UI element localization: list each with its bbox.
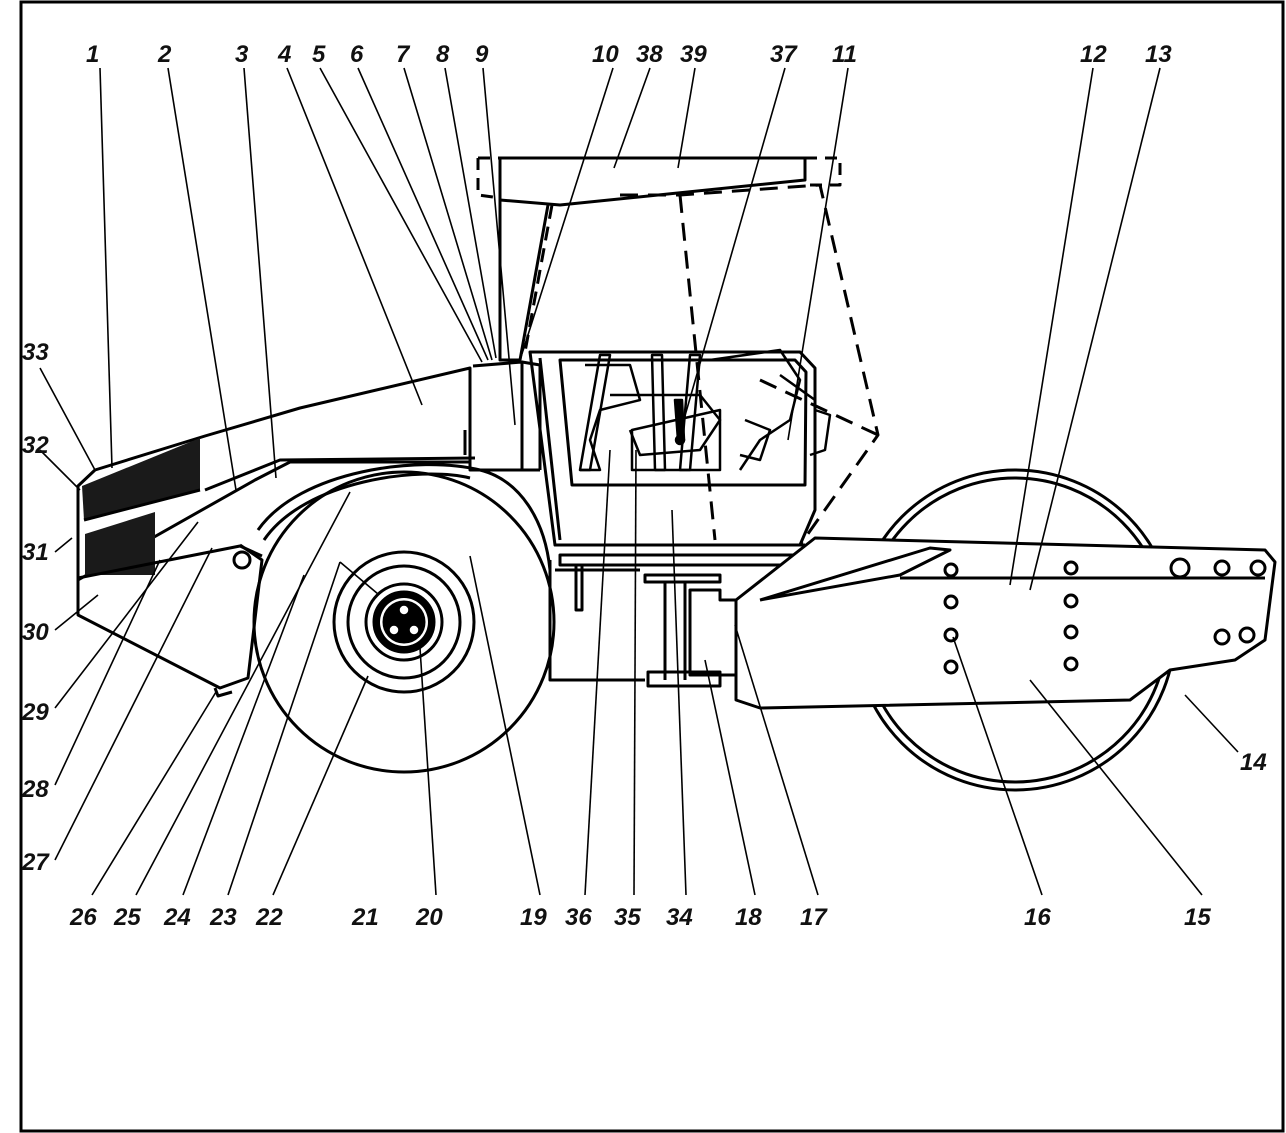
callout-24: 24 <box>163 904 191 931</box>
machine-drawing <box>76 156 1277 792</box>
callout-14: 14 <box>1240 749 1267 776</box>
callout-19: 19 <box>520 904 547 931</box>
callout-10: 10 <box>592 41 619 68</box>
callout-36: 36 <box>565 904 592 931</box>
callout-18: 18 <box>735 904 762 931</box>
callout-6: 6 <box>350 41 364 68</box>
callout-16: 16 <box>1024 904 1051 931</box>
cab-interior <box>578 348 832 472</box>
callout-13: 13 <box>1145 41 1172 68</box>
callout-12: 12 <box>1080 41 1107 68</box>
articulation-frame <box>555 568 742 688</box>
callout-33: 33 <box>22 339 49 366</box>
callout-2: 2 <box>157 41 172 68</box>
callout-23: 23 <box>209 904 237 931</box>
callout-9: 9 <box>475 41 489 68</box>
callout-28: 28 <box>21 776 49 803</box>
rops-canopy <box>476 156 880 546</box>
callout-25: 25 <box>113 904 141 931</box>
callout-32: 32 <box>22 432 49 459</box>
callout-20: 20 <box>415 904 443 931</box>
callout-35: 35 <box>614 904 641 931</box>
callout-3: 3 <box>235 41 249 68</box>
callout-8: 8 <box>436 41 450 68</box>
callout-5: 5 <box>312 41 326 68</box>
drum-frame <box>734 536 1277 710</box>
callout-29: 29 <box>21 699 49 726</box>
callout-26: 26 <box>69 904 97 931</box>
callout-39: 39 <box>680 41 707 68</box>
callout-30: 30 <box>22 619 49 646</box>
callout-34: 34 <box>666 904 693 931</box>
diagram-border <box>19 0 1285 1133</box>
callout-labels: 1 2 3 4 5 6 7 8 9 10 38 39 37 11 12 13 3… <box>21 41 1267 931</box>
leader-lines <box>39 67 1239 896</box>
rear-fender <box>256 463 552 571</box>
engine-hood <box>76 366 476 698</box>
callout-38: 38 <box>636 41 663 68</box>
cab-body <box>468 350 817 682</box>
callout-21: 21 <box>351 904 379 931</box>
callout-17: 17 <box>800 904 828 931</box>
callout-27: 27 <box>21 849 50 876</box>
rear-wheel <box>252 470 556 774</box>
callout-4: 4 <box>277 41 291 68</box>
callout-22: 22 <box>255 904 283 931</box>
callout-31: 31 <box>22 539 49 566</box>
callout-7: 7 <box>396 41 411 68</box>
callout-1: 1 <box>86 41 99 68</box>
callout-15: 15 <box>1184 904 1211 931</box>
callout-11: 11 <box>832 41 857 68</box>
callout-37: 37 <box>770 41 798 68</box>
